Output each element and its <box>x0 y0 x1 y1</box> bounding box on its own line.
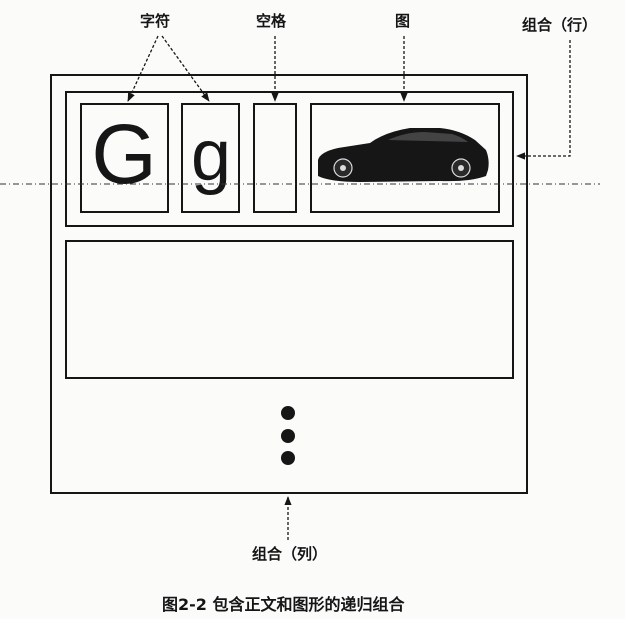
character-box-upper <box>80 103 169 213</box>
figure-caption: 图2-2 包含正文和图形的递归组合 <box>162 595 405 614</box>
image-box <box>310 103 500 213</box>
label-image: 图 <box>395 12 411 30</box>
arrow-character-upper <box>127 35 159 102</box>
space-box <box>253 103 297 213</box>
label-character: 字符 <box>140 12 171 30</box>
label-column-composite: 组合（列） <box>252 545 328 563</box>
label-row-composite: 组合（行） <box>522 16 598 34</box>
arrow-character-lower <box>161 35 210 102</box>
character-box-lower <box>181 103 240 213</box>
row-composite-box <box>65 91 514 227</box>
glyph-upper-g: G <box>91 107 156 201</box>
column-composite-box <box>50 74 528 494</box>
arrow-row-composite <box>516 40 571 160</box>
glyph-lower-g: g <box>191 116 231 196</box>
car-silhouette-icon <box>318 128 489 182</box>
label-space: 空格 <box>256 12 287 30</box>
empty-row-box <box>65 240 514 379</box>
vertical-ellipsis-icon <box>281 406 295 465</box>
